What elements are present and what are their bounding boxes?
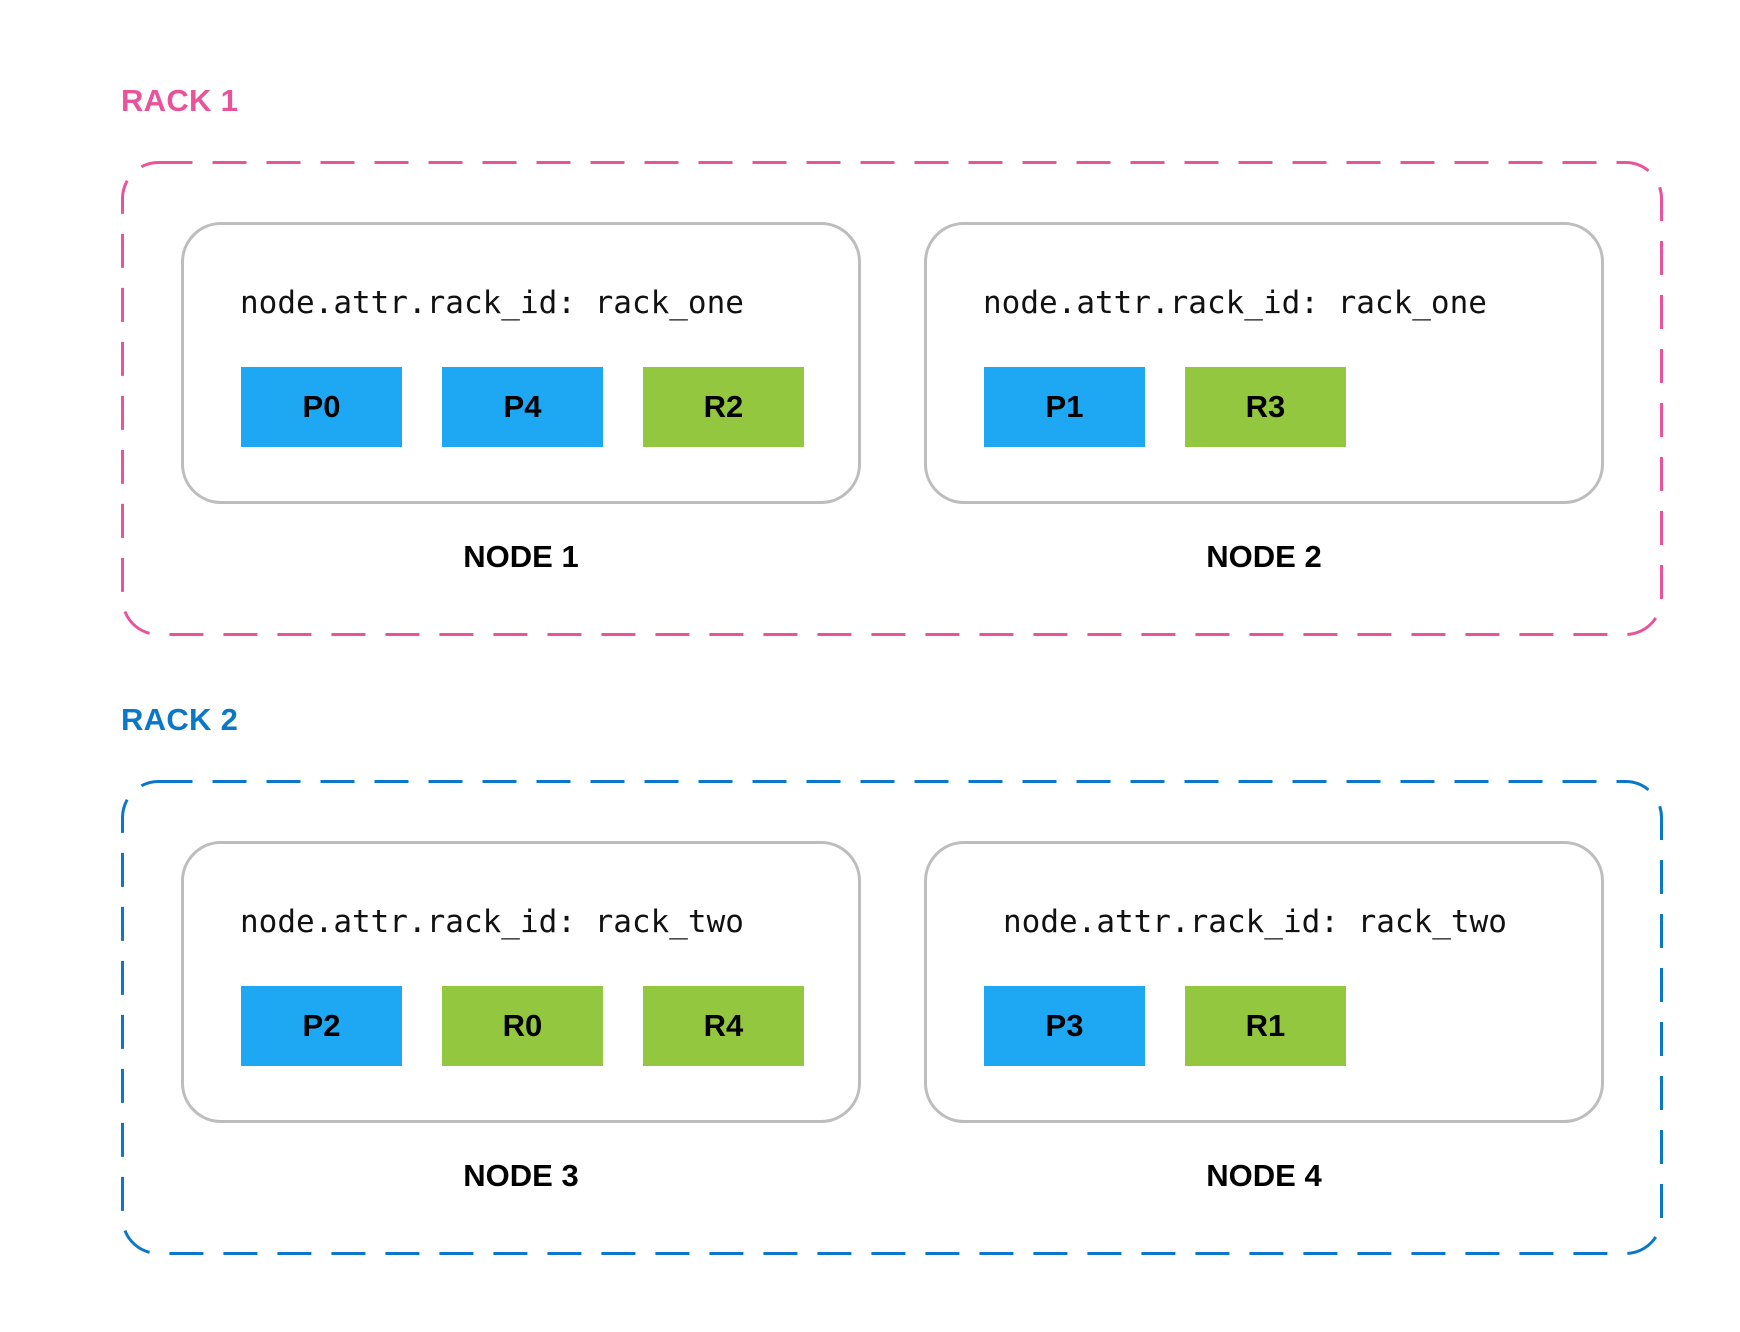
rack-2-container: node.attr.rack_id: rack_two P2 R0 R4 NOD… xyxy=(121,780,1663,1255)
node-3-box: node.attr.rack_id: rack_two P2 R0 R4 xyxy=(181,841,861,1123)
shard-r4: R4 xyxy=(643,986,804,1066)
rack-1-dashed-border xyxy=(121,161,1663,636)
shard-r1: R1 xyxy=(1185,986,1346,1066)
shard-r2: R2 xyxy=(643,367,804,447)
rack-2-label: RACK 2 xyxy=(121,702,239,737)
node-1-box: node.attr.rack_id: rack_one P0 P4 R2 xyxy=(181,222,861,504)
node-3-label: NODE 3 xyxy=(463,1158,579,1193)
node-2-attr: node.attr.rack_id: rack_one xyxy=(983,285,1487,321)
shard-p3: P3 xyxy=(984,986,1145,1066)
rack-1-container: node.attr.rack_id: rack_one P0 P4 R2 NOD… xyxy=(121,161,1663,636)
node-2-label: NODE 2 xyxy=(1206,539,1322,574)
rack-2-dashed-border xyxy=(121,780,1663,1255)
node-1-label: NODE 1 xyxy=(463,539,579,574)
node-3-attr: node.attr.rack_id: rack_two xyxy=(240,904,744,940)
shard-p1: P1 xyxy=(984,367,1145,447)
rack-1-label: RACK 1 xyxy=(121,83,239,118)
shard-p4: P4 xyxy=(442,367,603,447)
node-1-attr: node.attr.rack_id: rack_one xyxy=(240,285,744,321)
shard-p2: P2 xyxy=(241,986,402,1066)
shard-p0: P0 xyxy=(241,367,402,447)
rack-2-border xyxy=(121,780,1663,1255)
rack-1-border xyxy=(121,161,1663,636)
node-4-box: node.attr.rack_id: rack_two P3 R1 xyxy=(924,841,1604,1123)
shard-r0: R0 xyxy=(442,986,603,1066)
node-4-attr: node.attr.rack_id: rack_two xyxy=(1003,904,1507,940)
node-2-box: node.attr.rack_id: rack_one P1 R3 xyxy=(924,222,1604,504)
node-4-label: NODE 4 xyxy=(1206,1158,1322,1193)
shard-r3: R3 xyxy=(1185,367,1346,447)
